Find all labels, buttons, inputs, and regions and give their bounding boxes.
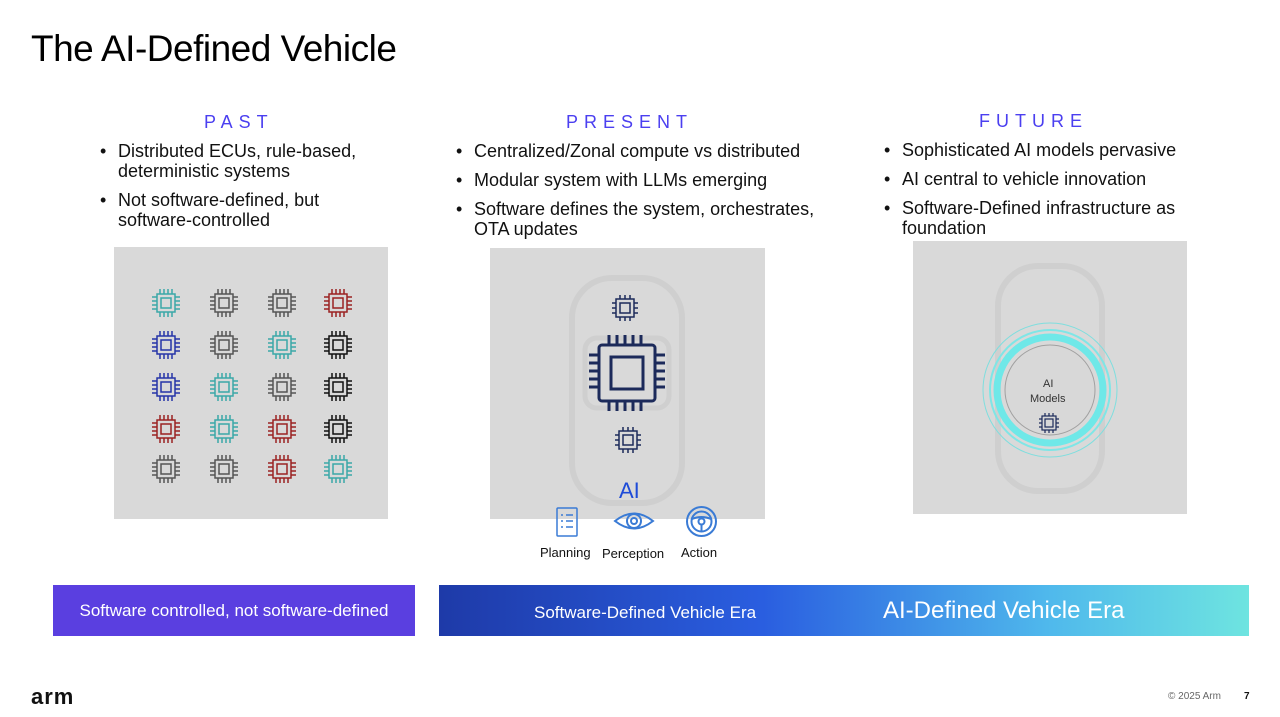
ecu-chip-icon	[268, 455, 296, 483]
perception-label: Perception	[602, 546, 665, 561]
ecu-chip-icon	[152, 415, 180, 443]
future-heading: FUTURE	[979, 111, 1088, 131]
ecu-chip-icon	[268, 331, 296, 359]
past-bullets: Distributed ECUs, rule-based, determinis…	[98, 141, 388, 239]
ecu-chip-icon	[210, 373, 238, 401]
ecu-chip-icon	[210, 415, 238, 443]
ecu-chip-icon	[210, 331, 238, 359]
ecu-chip-icon	[152, 331, 180, 359]
ecu-chip-icon	[324, 415, 352, 443]
small-chip-icon	[615, 427, 641, 453]
ai-models-label-line1: AI	[1043, 378, 1054, 390]
small-chip-icon	[1039, 413, 1059, 433]
ecu-chip-icon	[268, 289, 296, 317]
ecu-chip-icon	[324, 331, 352, 359]
central-processor-icon	[589, 335, 665, 411]
ecu-chip-icon	[268, 373, 296, 401]
ecu-chip-icon	[210, 289, 238, 317]
past-heading: PAST	[204, 112, 274, 132]
adv-era-label: AI-Defined Vehicle Era	[883, 597, 1125, 624]
small-chip-icon	[612, 295, 638, 321]
past-era-label: Software controlled, not software-define…	[79, 600, 389, 620]
ecu-chip-icon	[152, 289, 180, 317]
ecu-chip-icon	[210, 455, 238, 483]
present-bullet: Software defines the system, orchestrate…	[454, 199, 834, 239]
ecu-chip-icon	[324, 289, 352, 317]
arm-logo: arm	[31, 684, 75, 709]
past-era-bar: Software controlled, not software-define…	[53, 585, 415, 636]
future-bullet: Software-Defined infrastructure as found…	[882, 198, 1212, 238]
car-outline-icon	[569, 275, 685, 506]
ecu-chip-icon	[268, 415, 296, 443]
planning-icon	[556, 507, 578, 537]
past-bullet: Distributed ECUs, rule-based, determinis…	[98, 141, 388, 181]
action-icon	[686, 506, 717, 537]
action-label: Action	[681, 545, 718, 560]
ecu-chip-icon	[324, 373, 352, 401]
future-bullets: Sophisticated AI models pervasive AI cen…	[882, 140, 1212, 247]
era-progression-bar: Software-Defined Vehicle Era AI-Defined …	[439, 585, 1249, 636]
copyright: © 2025 Arm	[1168, 691, 1221, 702]
present-heading: PRESENT	[566, 112, 694, 132]
present-bullet: Modular system with LLMs emerging	[454, 170, 834, 190]
present-bullets: Centralized/Zonal compute vs distributed…	[454, 141, 834, 248]
future-bullet: AI central to vehicle innovation	[882, 169, 1212, 189]
ecu-chip-icon	[152, 373, 180, 401]
past-bullet: Not software-defined, but software-contr…	[98, 190, 388, 230]
ecu-chip-icon	[152, 455, 180, 483]
ecu-chip-icon	[324, 455, 352, 483]
page-number: 7	[1244, 691, 1250, 702]
ai-label: AI	[619, 478, 640, 503]
future-bullet: Sophisticated AI models pervasive	[882, 140, 1212, 160]
present-image-panel	[490, 248, 765, 519]
perception-icon	[613, 512, 655, 530]
planning-label: Planning	[540, 545, 591, 560]
present-bullet: Centralized/Zonal compute vs distributed	[454, 141, 834, 161]
ai-models-label-line2: Models	[1030, 393, 1066, 405]
sdv-era-label: Software-Defined Vehicle Era	[534, 603, 757, 622]
ai-models-ring-icon	[982, 322, 1118, 458]
page-title: The AI-Defined Vehicle	[31, 28, 397, 69]
